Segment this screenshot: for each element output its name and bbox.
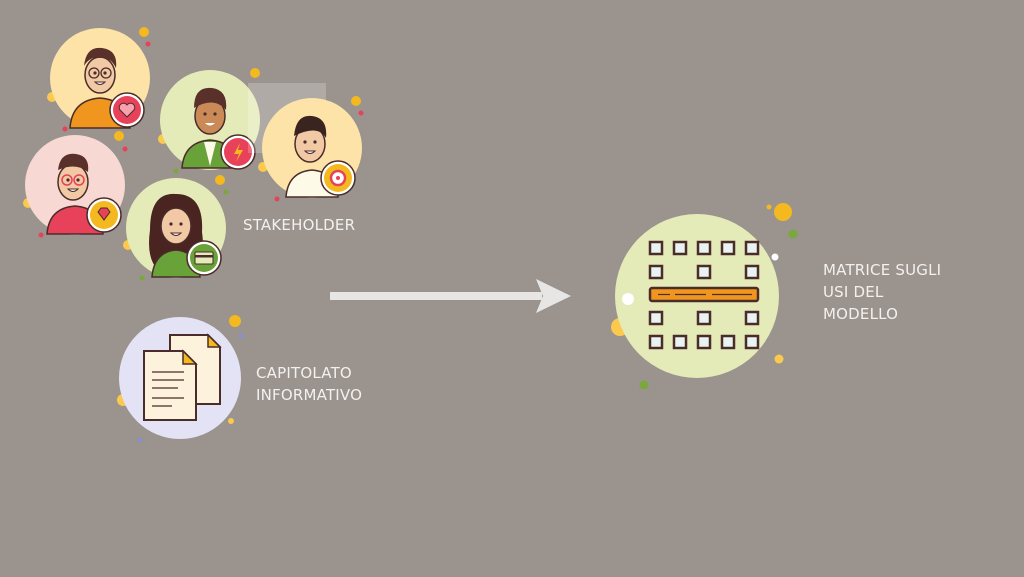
capitolato-line-2: INFORMATIVO [256,386,363,404]
arrow-right-icon [330,279,571,313]
avatar-young-man [262,98,362,198]
lightning-badge-icon [220,134,256,170]
target-badge-icon [320,160,356,196]
matrix-grid-icon [615,214,779,378]
avatar-man-red-glasses [25,135,125,235]
documents-icon [119,317,241,439]
capitolato-label: CAPITOLATO INFORMATIVO [256,362,362,406]
matrice-label: MATRICE SUGLI USI DEL MODELLO [823,259,941,325]
capitolato-line-1: CAPITOLATO [256,364,352,382]
avatar-man-glasses [50,28,150,129]
avatar-man-suit [160,70,260,170]
matrice-line-1: MATRICE SUGLI [823,261,942,279]
diamond-badge-icon [86,197,122,233]
matrice-line-2: USI DEL [823,283,884,301]
stakeholder-label: STAKEHOLDER [243,216,356,234]
card-badge-icon [186,240,222,276]
avatar-woman [126,178,226,278]
matrice-line-3: MODELLO [823,305,899,323]
heart-badge-icon [109,92,145,128]
